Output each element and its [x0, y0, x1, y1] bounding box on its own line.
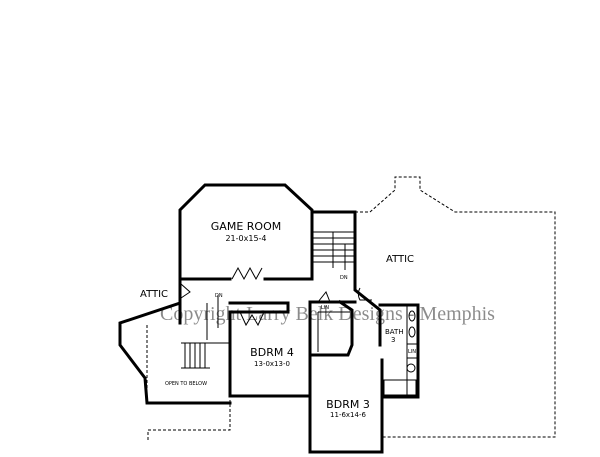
attic-right-label: ATTIC	[386, 254, 414, 265]
stair-walls	[310, 210, 382, 332]
stair-dn-left: DN	[215, 293, 223, 299]
bdrm3-label: BDRM 3	[326, 398, 370, 411]
bath3-number: 3	[391, 336, 395, 344]
attic-left-label: ATTIC	[140, 289, 168, 300]
game-room-label: GAME ROOM	[211, 220, 281, 233]
bifold-door-bdrm4	[239, 311, 265, 327]
door-swing-attic-left	[180, 283, 191, 299]
stairs-right	[313, 231, 354, 270]
linen-hall-label: LIN	[321, 305, 329, 311]
bath3-label: BATH	[385, 328, 404, 336]
bdrm3-walls	[308, 353, 384, 454]
stair-dn-right: DN	[340, 275, 348, 281]
bdrm4-size: 13-0x13-0	[254, 360, 290, 368]
closet-walls	[308, 299, 354, 357]
bath-fixtures	[383, 306, 418, 396]
attic-outline-bottom	[147, 400, 231, 440]
game-room-walls	[178, 183, 314, 281]
linen-bath-label: LIN	[408, 349, 416, 355]
open-to-below-label: OPEN TO BELOW	[165, 381, 207, 387]
door-swing-attic	[357, 287, 372, 301]
attic-outline-right	[355, 176, 556, 438]
game-room-size: 21-0x15-4	[225, 234, 266, 243]
door-linen	[317, 291, 331, 303]
bdrm4-label: BDRM 4	[250, 346, 294, 359]
stairs-left	[181, 295, 230, 369]
bdrm4-walls	[228, 301, 312, 398]
bdrm3-size: 11-6x14-6	[330, 411, 366, 419]
bath-walls	[378, 303, 420, 399]
copyright-watermark: Copyright Larry Belk Designs - Memphis	[160, 303, 495, 325]
bifold-door	[231, 266, 263, 281]
